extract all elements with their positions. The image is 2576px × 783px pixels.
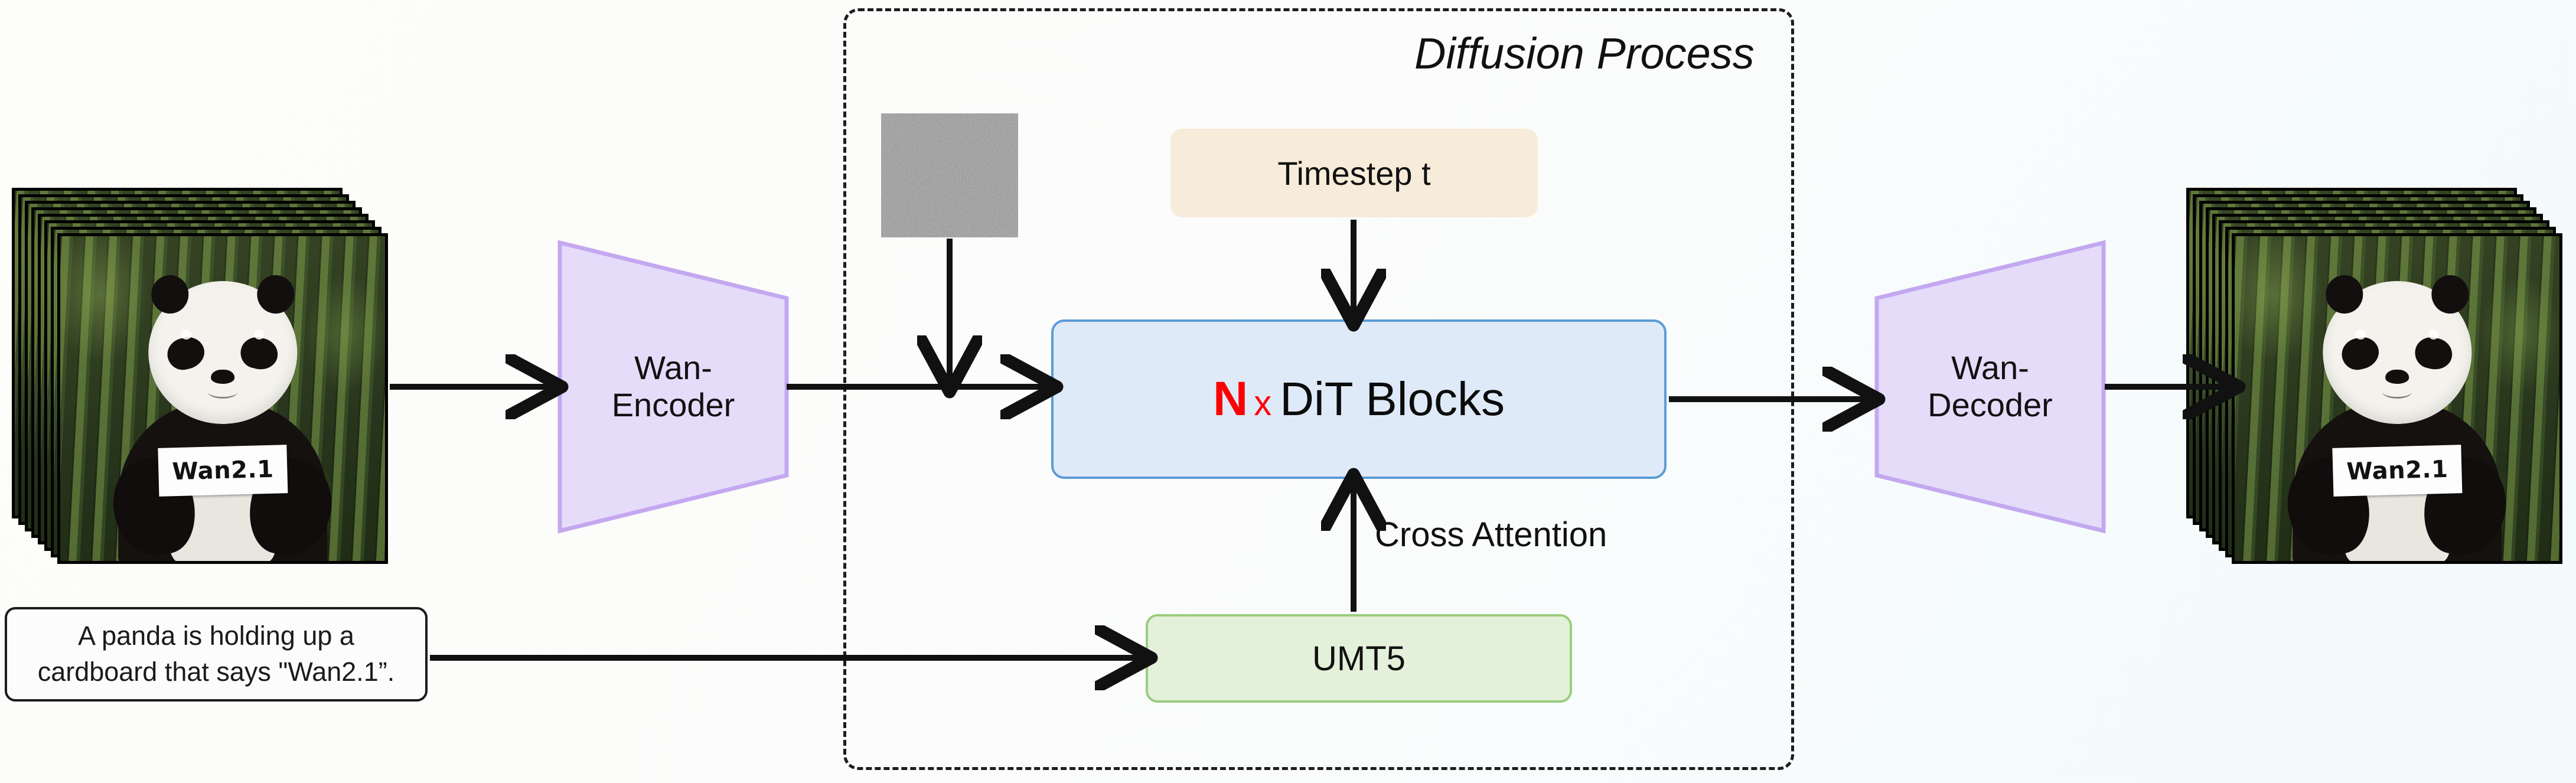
panda-sign-text-output: Wan2.1 xyxy=(2346,456,2448,486)
panda-sign-text: Wan2.1 xyxy=(171,456,274,486)
prompt-line-1: A panda is holding up a xyxy=(78,621,354,651)
panda-photo-output: Wan2.1 xyxy=(2235,236,2559,561)
dit-blocks-label: N x DiT Blocks xyxy=(1213,371,1505,427)
panda-figure-output: Wan2.1 xyxy=(2279,275,2515,561)
umt5-label: UMT5 xyxy=(1312,639,1406,678)
dit-blocks-box[interactable]: N x DiT Blocks xyxy=(1051,319,1667,479)
panda-photo: Wan2.1 xyxy=(60,236,385,561)
wan-decoder-shape[interactable]: Wan- Decoder xyxy=(1872,239,2108,534)
umt5-box[interactable]: UMT5 xyxy=(1146,614,1572,703)
wan-encoder-shape[interactable]: Wan- Encoder xyxy=(555,239,791,534)
input-frame-front: Wan2.1 xyxy=(57,233,388,564)
prompt-line-2: cardboard that says "Wan2.1”. xyxy=(37,657,395,687)
dit-blocks-text: DiT Blocks xyxy=(1280,373,1505,425)
panda-figure: Wan2.1 xyxy=(105,275,341,561)
output-frame-front: Wan2.1 xyxy=(2232,233,2562,564)
dit-times-symbol: x xyxy=(1254,383,1272,423)
gaussian-noise-patch xyxy=(881,113,1018,237)
cross-attention-label: Cross Attention xyxy=(1375,516,1607,554)
output-video-frames: Wan2.1 xyxy=(2186,188,2576,589)
prompt-text-box[interactable]: A panda is holding up a cardboard that s… xyxy=(5,607,428,702)
input-video-frames: Wan2.1 xyxy=(12,188,413,589)
timestep-label: Timestep t xyxy=(1277,154,1431,192)
panda-sign: Wan2.1 xyxy=(157,445,288,497)
panda-sign-output: Wan2.1 xyxy=(2332,445,2463,497)
timestep-box[interactable]: Timestep t xyxy=(1170,129,1538,217)
dit-repeat-count: N xyxy=(1212,372,1248,426)
diffusion-process-title: Diffusion Process xyxy=(1414,29,1755,78)
